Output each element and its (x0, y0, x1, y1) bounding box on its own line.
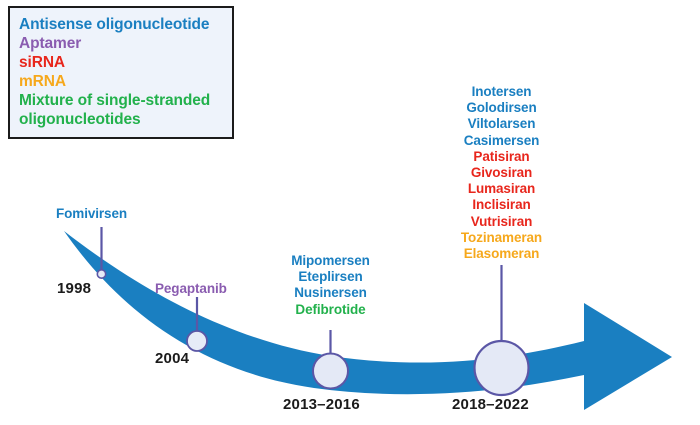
milestone-marker-1998[interactable] (96, 268, 107, 279)
drug-label-eteplirsen: Eteplirsen (298, 269, 363, 285)
milestone-marker-2004[interactable] (186, 330, 208, 352)
legend-item-sirna: siRNA (19, 54, 66, 71)
legend-item-antisense-oligonucleotide: Antisense oligonucleotide (19, 16, 210, 33)
year-label-2004: 2004 (155, 350, 190, 367)
drug-label-golodirsen: Golodirsen (466, 100, 537, 116)
drug-label-inclisiran: Inclisiran (472, 197, 531, 213)
drug-label-vutrisiran: Vutrisiran (470, 213, 533, 229)
year-label-1998: 1998 (57, 280, 92, 297)
year-label-2018-2022: 2018–2022 (452, 396, 529, 413)
drug-label-patisiran: Patisiran (473, 148, 530, 164)
drug-label-givosiran: Givosiran (470, 165, 533, 181)
drug-label-mipomersen: Mipomersen (291, 253, 370, 268)
drug-label-defibrotide: Defibrotide (295, 301, 366, 317)
legend-item-mixture-single-stranded-oligonucleotides: Mixture of single-stranded oligonucleoti… (19, 92, 211, 128)
drug-label-elasomeran: Elasomeran (463, 246, 540, 262)
milestone-marker-2013-2016[interactable] (312, 352, 349, 390)
drug-cluster-2018-2022: Inotersen Golodirsen Viltolarsen Casimer… (432, 84, 571, 262)
legend-item-mrna: mRNA (19, 73, 66, 90)
drug-label-fomivirsen: Fomivirsen (56, 206, 128, 221)
year-label-2013-2016: 2013–2016 (283, 396, 360, 413)
drug-label-casimersen: Casimersen (463, 132, 540, 148)
legend-box: Antisense oligonucleotide Aptamer siRNA … (8, 6, 234, 139)
drug-cluster-2013-2016: Mipomersen Eteplirsen Nusinersen Defibro… (262, 253, 399, 318)
drug-label-lumasiran: Lumasiran (467, 181, 536, 197)
drug-label-viltolarsen: Viltolarsen (467, 116, 536, 132)
drug-label-tozinameran: Tozinameran (460, 229, 543, 245)
drug-label-pegaptanib: Pegaptanib (155, 281, 227, 296)
drug-label-inotersen: Inotersen (471, 84, 532, 99)
legend-item-aptamer: Aptamer (19, 35, 82, 52)
drug-label-nusinersen: Nusinersen (294, 285, 367, 301)
milestone-marker-2018-2022[interactable] (473, 339, 530, 397)
